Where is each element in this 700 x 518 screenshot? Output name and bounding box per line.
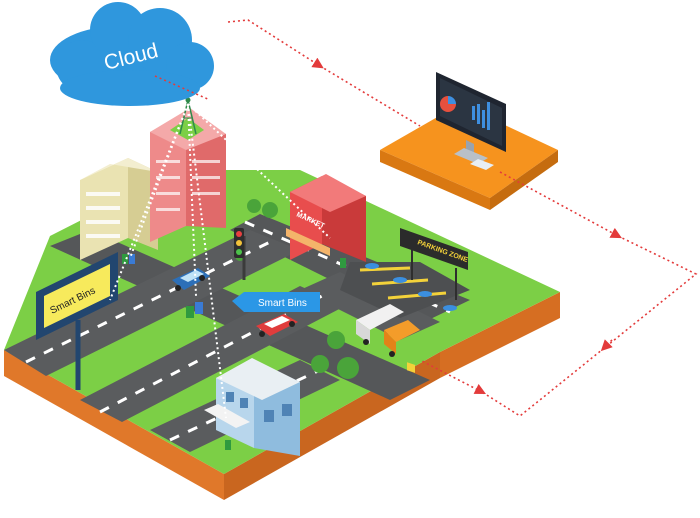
smart-bins-billboard: Smart Bins: [36, 252, 118, 390]
house-building: [204, 358, 300, 456]
red-car-icon: [256, 314, 298, 337]
wireless-links: [109, 103, 331, 419]
parking-zone: [340, 262, 470, 318]
traffic-light-icon: [234, 228, 246, 280]
callout-label: Smart Bins: [258, 298, 307, 309]
data-flow-arrows: [154, 19, 698, 417]
blue-car-icon: [172, 268, 210, 291]
computer-monitor-icon: [436, 72, 506, 164]
smart-bins-callout: Smart Bins: [232, 292, 320, 312]
communication-tower-building: [150, 97, 226, 242]
truck-icon: [356, 304, 420, 357]
phone-icon: [470, 159, 494, 170]
smart-bin-icon: [122, 254, 346, 450]
antenna-icon: [179, 97, 197, 135]
market-building: MARKET: [286, 174, 366, 262]
dashboard-platform: [380, 72, 558, 210]
cloud-icon: Cloud: [50, 2, 214, 106]
